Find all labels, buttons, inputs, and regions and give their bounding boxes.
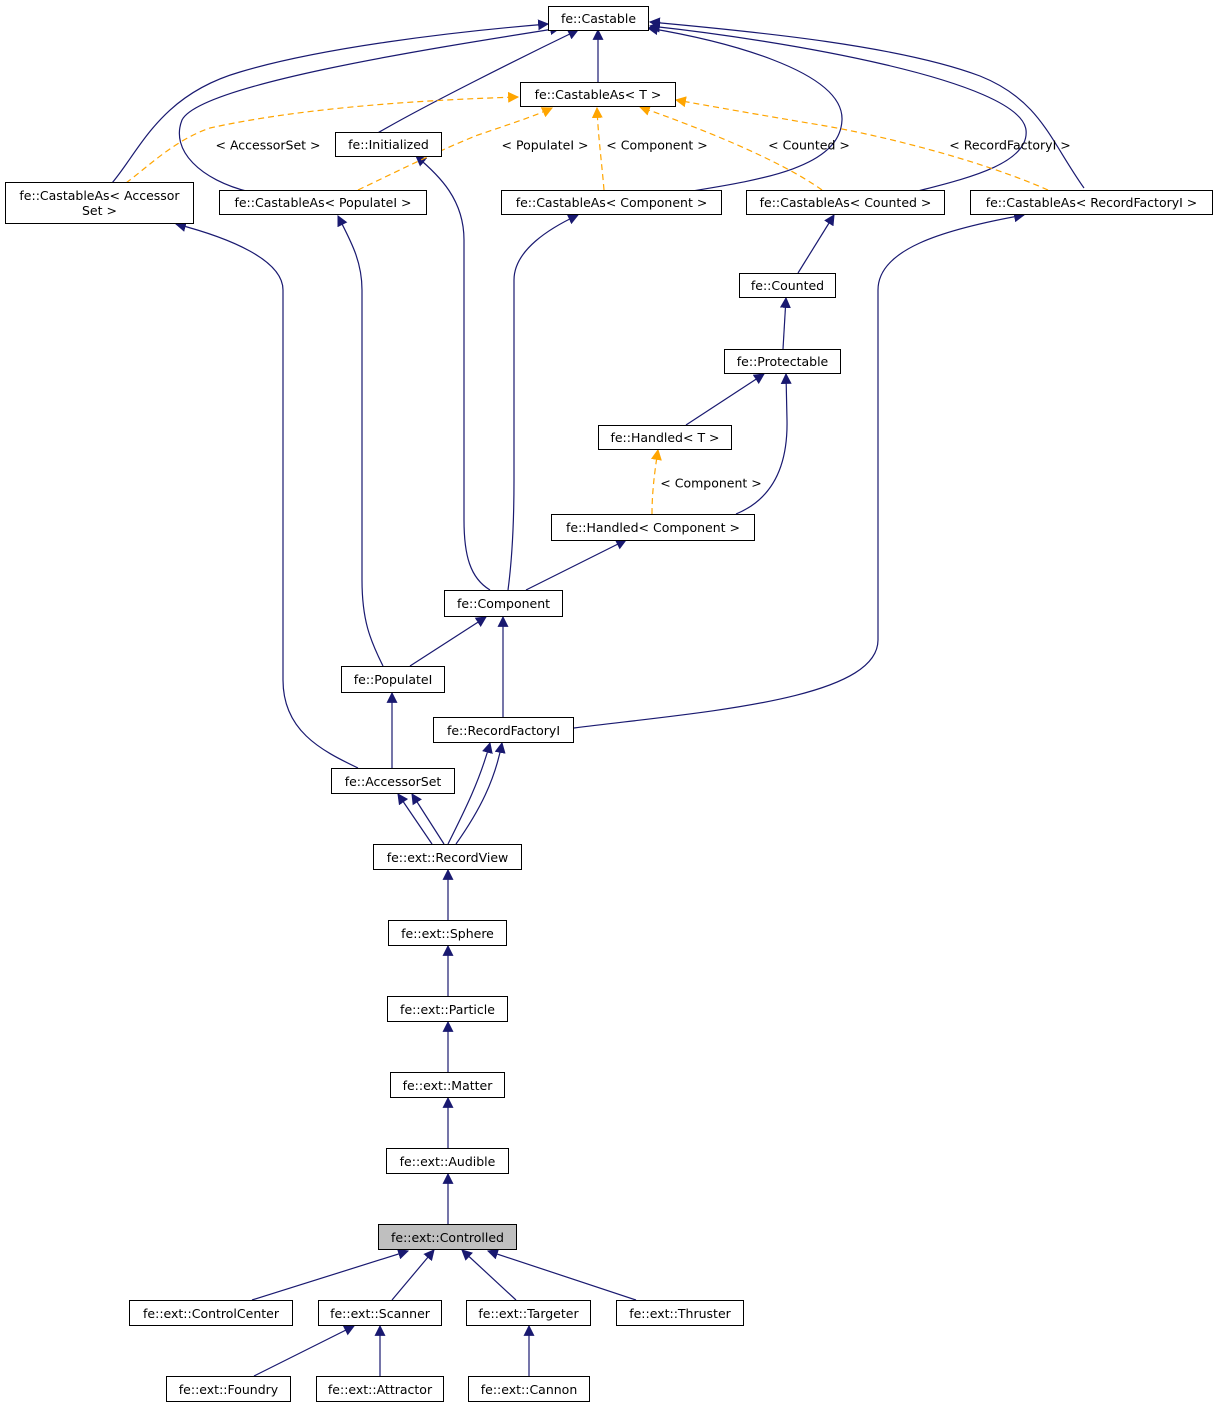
edge-foundry-to-scanner xyxy=(253,1325,355,1377)
edge-controlcenter-to-controlled xyxy=(251,1248,410,1301)
edge-counted-to-castableas-counted xyxy=(797,214,835,274)
node-targeter[interactable]: fe::ext::Targeter xyxy=(466,1300,591,1326)
node-accessorset[interactable]: fe::AccessorSet xyxy=(331,768,455,794)
edge-component-to-castableas-component xyxy=(507,214,579,591)
edge-castableas-populatei-to-castable xyxy=(178,24,562,193)
edge-populatei-to-castableas-populatei xyxy=(337,215,384,667)
node-audible[interactable]: fe::ext::Audible xyxy=(386,1148,509,1174)
edge-scanner-to-controlled xyxy=(391,1249,435,1301)
node-controlcenter[interactable]: fe::ext::ControlCenter xyxy=(129,1300,293,1326)
edge-label-accessorset: < AccessorSet > xyxy=(215,137,321,153)
node-initialized[interactable]: fe::Initialized xyxy=(335,132,442,157)
edge-castableas-recordfactoryi-to-castable xyxy=(648,17,1085,189)
node-castableas-component[interactable]: fe::CastableAs< Component > xyxy=(501,190,722,215)
node-handled-t[interactable]: fe::Handled< T > xyxy=(598,425,732,450)
edge-targeter-to-controlled xyxy=(461,1249,517,1301)
edge-handled-t-to-protectable xyxy=(685,373,765,426)
node-matter[interactable]: fe::ext::Matter xyxy=(390,1072,505,1098)
node-castable[interactable]: fe::Castable xyxy=(548,6,649,31)
edge-component-to-initialized xyxy=(415,155,491,591)
node-recordview[interactable]: fe::ext::RecordView xyxy=(373,844,522,870)
node-castableas-recordfactoryi[interactable]: fe::CastableAs< RecordFactoryI > xyxy=(970,190,1213,215)
tedge-castableas-populatei xyxy=(357,107,553,191)
node-castableas-counted[interactable]: fe::CastableAs< Counted > xyxy=(746,190,945,215)
tedge-castableas-counted xyxy=(638,105,823,191)
node-cannon[interactable]: fe::ext::Cannon xyxy=(468,1376,590,1402)
node-protectable[interactable]: fe::Protectable xyxy=(724,349,841,374)
edge-initialized-to-castable xyxy=(375,29,579,135)
node-populatei[interactable]: fe::PopulateI xyxy=(341,666,445,693)
edge-label-recordfactoryi: < RecordFactoryI > xyxy=(949,137,1071,153)
edge-recordview-to-recordfactoryi-b xyxy=(455,741,506,845)
node-attractor[interactable]: fe::ext::Attractor xyxy=(316,1376,444,1402)
edge-accessorset-to-castableas-accessorset xyxy=(174,221,359,769)
node-handled-component[interactable]: fe::Handled< Component > xyxy=(551,514,755,541)
node-sphere[interactable]: fe::ext::Sphere xyxy=(388,920,507,946)
node-castableas-t[interactable]: fe::CastableAs< T > xyxy=(520,82,676,107)
node-recordfactoryi[interactable]: fe::RecordFactoryI xyxy=(433,717,574,743)
edge-protectable-to-counted xyxy=(779,296,791,350)
edge-label-handled-component: < Component > xyxy=(660,475,762,491)
edge-thruster-to-controlled xyxy=(486,1248,637,1301)
node-controlled[interactable]: fe::ext::Controlled xyxy=(378,1224,517,1250)
edge-label-component: < Component > xyxy=(606,137,708,153)
node-scanner[interactable]: fe::ext::Scanner xyxy=(318,1300,442,1326)
edge-castableas-component-to-castable xyxy=(646,24,843,193)
node-counted[interactable]: fe::Counted xyxy=(739,273,836,298)
tedge-castableas-accessorset xyxy=(125,91,520,184)
node-castableas-populatei[interactable]: fe::CastableAs< PopulateI > xyxy=(219,190,427,215)
node-foundry[interactable]: fe::ext::Foundry xyxy=(166,1376,291,1402)
edge-recordfactoryi-to-castableas-recordfactoryi xyxy=(573,211,1026,729)
node-thruster[interactable]: fe::ext::Thruster xyxy=(616,1300,744,1326)
edge-castableas-counted-to-castable xyxy=(648,21,1027,193)
node-castableas-accessorset[interactable]: fe::CastableAs< Accessor Set > xyxy=(5,182,194,224)
edge-castableas-accessorset-to-castable xyxy=(111,19,550,184)
edge-label-counted: < Counted > xyxy=(768,137,850,153)
edge-populatei-to-component xyxy=(409,616,487,667)
tedge-castableas-component xyxy=(591,106,605,191)
node-component[interactable]: fe::Component xyxy=(444,590,563,617)
edge-recordview-to-accessorset-b xyxy=(411,793,445,845)
edge-handled-component-to-protectable xyxy=(735,372,792,515)
edge-recordview-to-accessorset-a xyxy=(397,793,433,845)
edge-component-to-handled-component xyxy=(525,539,627,591)
tedge-handled-component xyxy=(651,448,662,515)
node-particle[interactable]: fe::ext::Particle xyxy=(387,996,508,1022)
edge-label-populatei: < PopulateI > xyxy=(501,137,589,153)
edge-recordview-to-recordfactoryi-a xyxy=(447,741,493,845)
tedge-castableas-recordfactoryi xyxy=(674,96,1049,191)
